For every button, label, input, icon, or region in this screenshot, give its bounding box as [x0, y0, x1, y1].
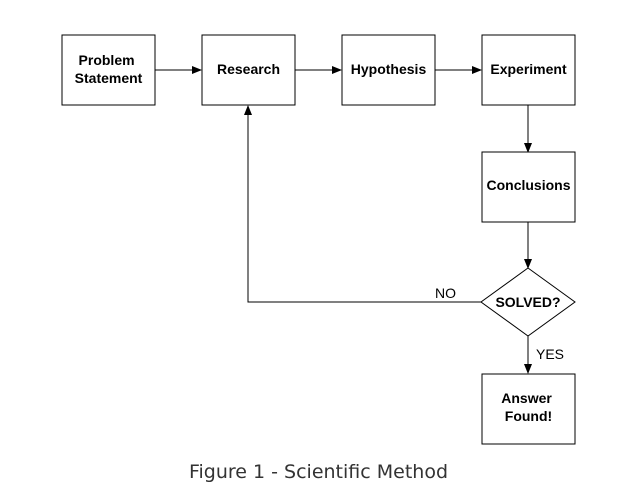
node-label: Statement [75, 70, 143, 86]
node-answer-found: Answer Found! [481, 373, 576, 445]
node-conclusions: Conclusions [481, 151, 576, 223]
node-label: SOLVED? [495, 294, 560, 310]
edge-solved-to-research-loop [244, 105, 481, 303]
node-label: Research [217, 61, 280, 77]
node-research: Research [201, 34, 296, 106]
node-experiment: Experiment [481, 34, 576, 106]
scientific-method-flowchart: Problem Statement Research Hypothesis Ex… [61, 34, 576, 445]
node-box [481, 151, 576, 223]
node-box [481, 373, 576, 445]
node-label: Answer [501, 390, 552, 406]
edge-label-no: NO [435, 285, 456, 301]
node-box [201, 34, 296, 106]
connectors [155, 66, 532, 374]
node-box [61, 34, 156, 106]
figure-caption: Figure 1 - Scientific Method [188, 461, 449, 483]
node-label: Problem [79, 52, 135, 68]
node-hypothesis: Hypothesis [341, 34, 436, 106]
node-label: Experiment [490, 61, 567, 77]
node-box [341, 34, 436, 106]
node-label: Hypothesis [351, 61, 427, 77]
edge-label-yes: YES [536, 346, 564, 362]
decision-diamond [480, 267, 576, 337]
node-label: Found! [505, 408, 552, 424]
svg-text:Problem Statement: Problem Statement [75, 52, 143, 86]
svg-text:Answer Found!: Answer Found! [501, 390, 555, 424]
node-problem-statement: Problem Statement [61, 34, 156, 106]
node-label: Conclusions [486, 177, 570, 193]
node-box [481, 34, 576, 106]
node-solved-decision: SOLVED? [480, 267, 576, 337]
